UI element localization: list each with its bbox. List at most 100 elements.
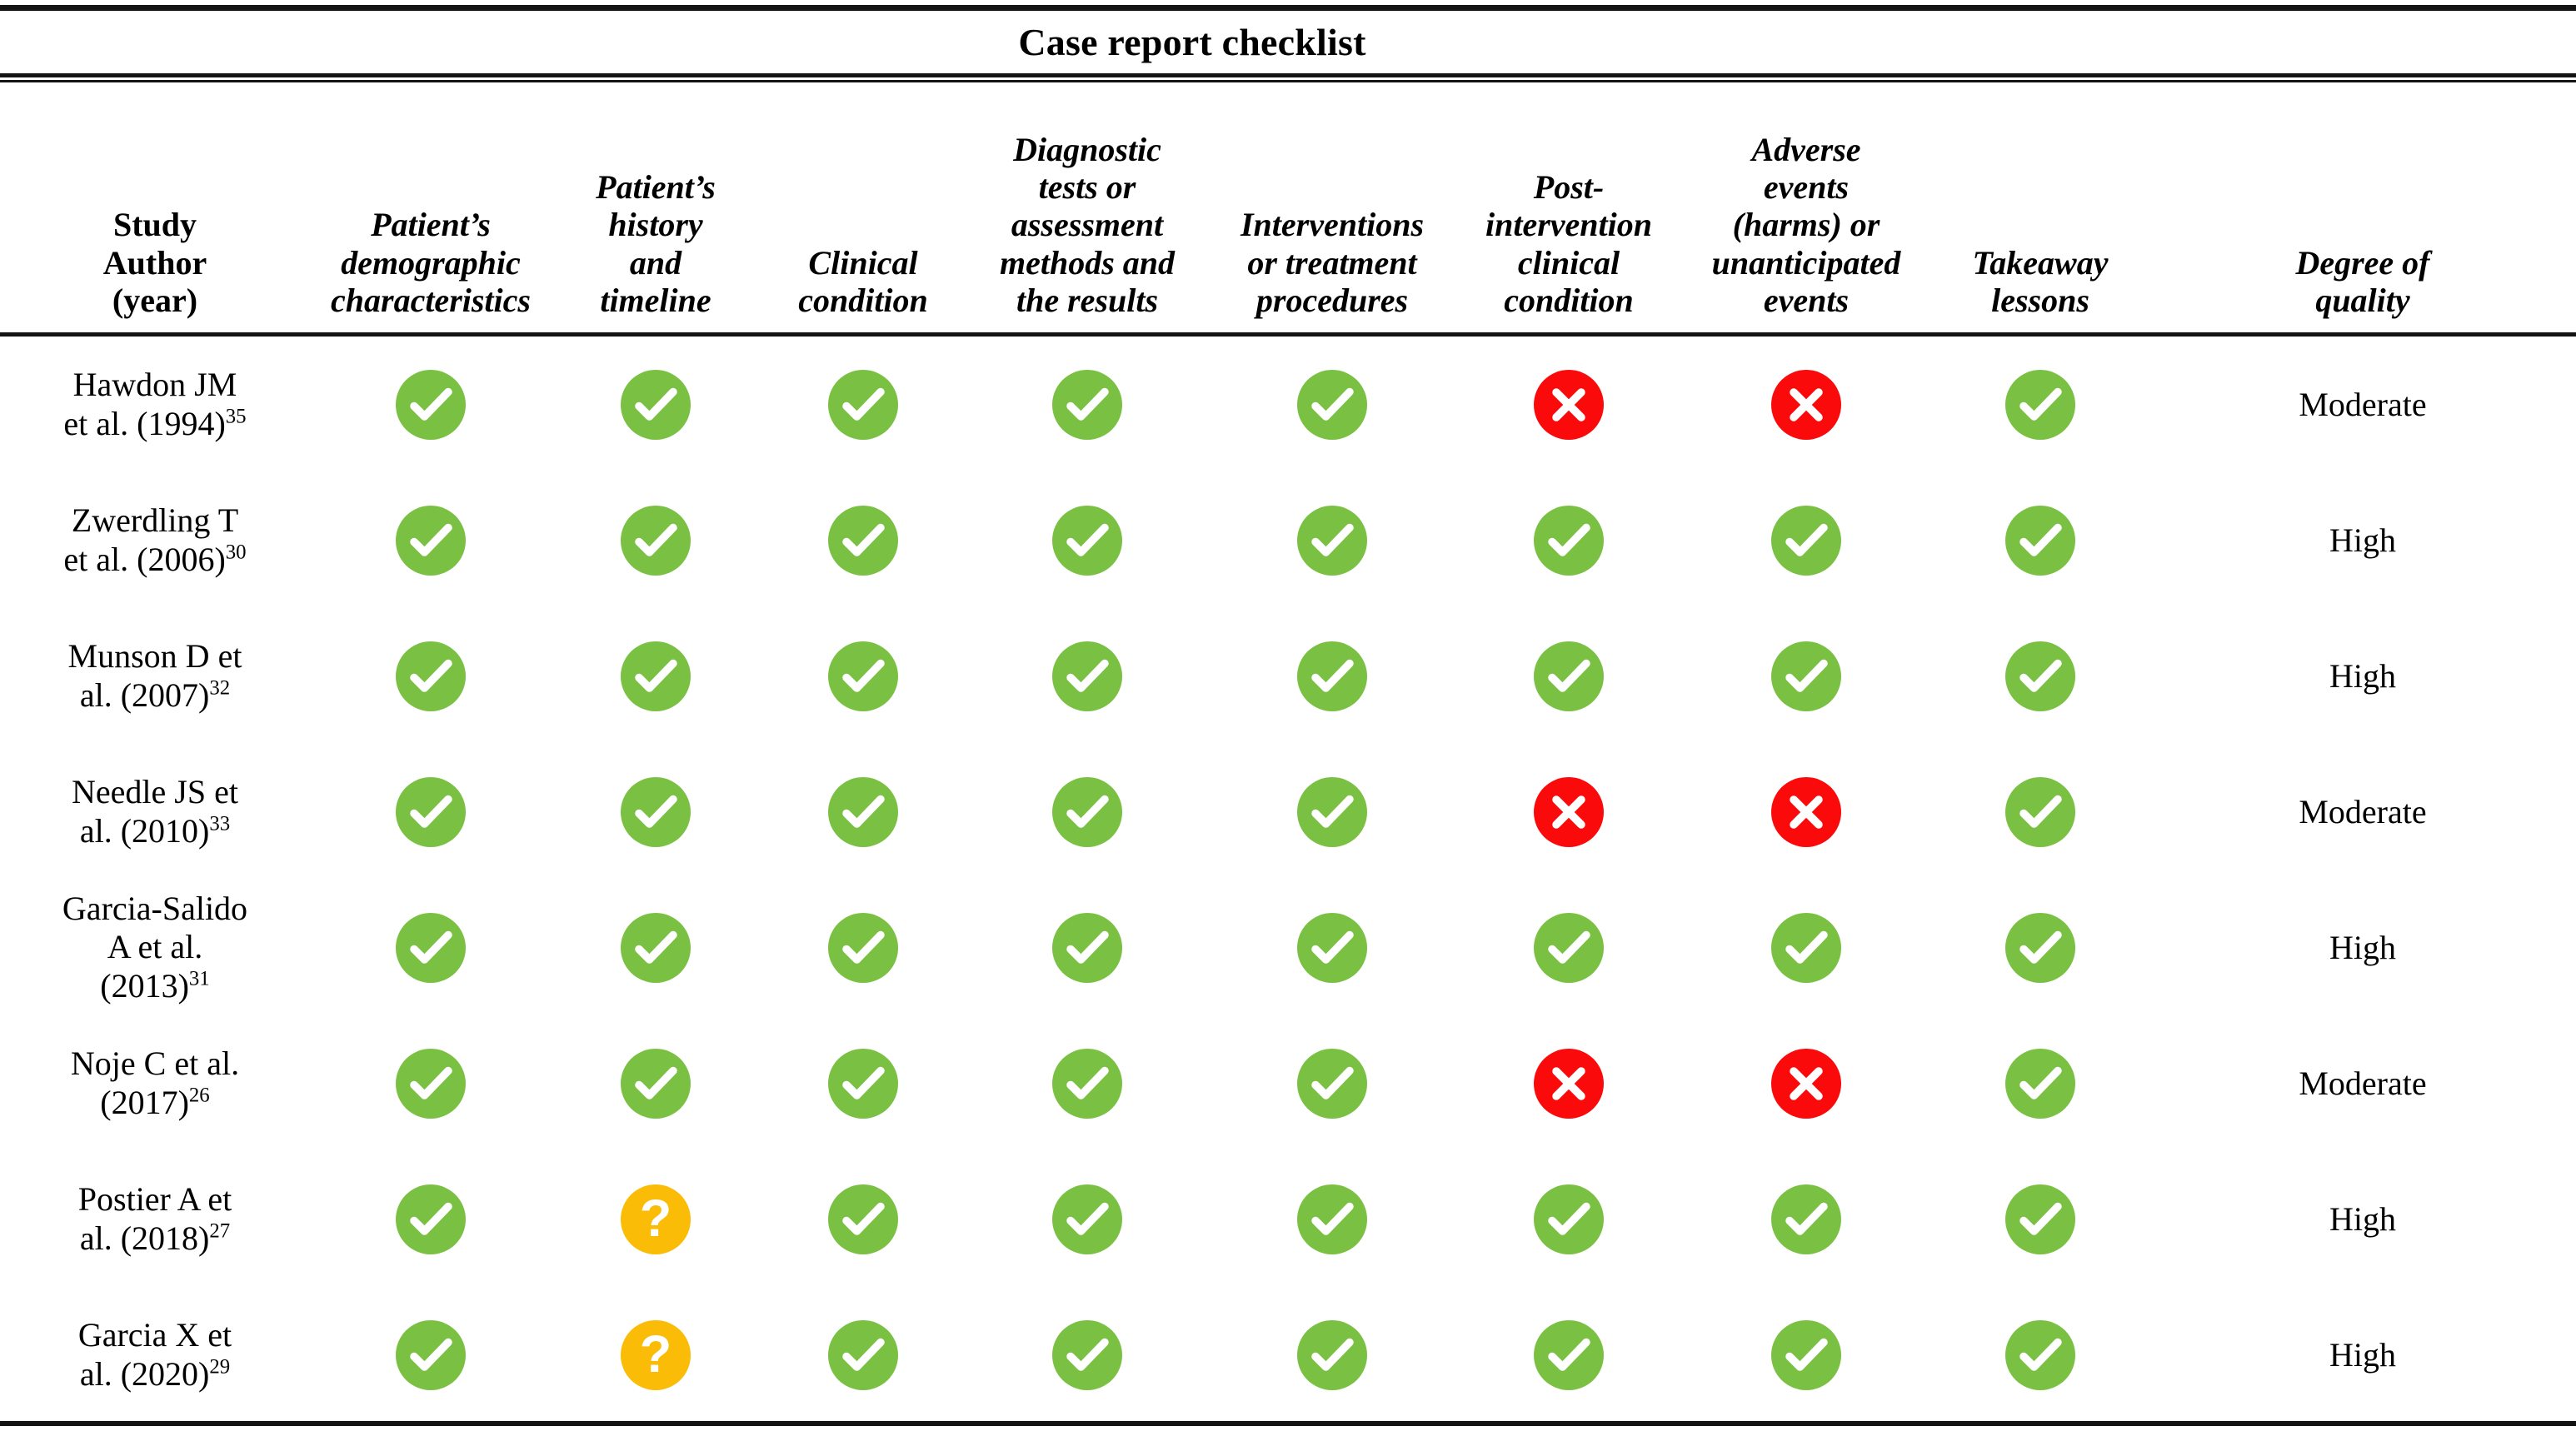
table-bottom-rule	[0, 1421, 2576, 1426]
checklist-cell-clinical	[760, 744, 966, 880]
check-circle-icon	[828, 369, 898, 440]
quality-label: High	[2329, 1199, 2396, 1238]
check-circle-icon	[1771, 641, 1841, 711]
header-cell-demographics: Patient’s demographic characteristics	[310, 206, 552, 332]
study-cell: Zwerdling T et al. (2006)30	[0, 472, 310, 608]
check-circle-icon	[1771, 505, 1841, 576]
quality-cell: High	[2149, 1151, 2576, 1287]
header-cell-diagnostic: Diagnostic tests or assessment methods a…	[966, 131, 1208, 332]
study-cell: Noje C et al. (2017)26	[0, 1015, 310, 1151]
reference-superscript: 27	[209, 1219, 231, 1243]
check-circle-icon	[2005, 369, 2075, 440]
column-header-label-quality: Degree of quality	[2295, 243, 2430, 319]
study-label: Garcia-Salido A et al. (2013)31	[62, 889, 248, 1005]
table-row: Zwerdling T et al. (2006)30 High	[0, 472, 2576, 608]
table-row: Garcia X et al. (2020)29?High	[0, 1287, 2576, 1423]
checklist-cell-history: ?	[552, 1287, 760, 1423]
check-circle-icon	[621, 641, 691, 711]
checklist-cell-history	[552, 472, 760, 608]
check-circle-icon	[1297, 641, 1367, 711]
check-circle-icon	[2005, 912, 2075, 983]
check-circle-icon	[1771, 1184, 1841, 1254]
checklist-cell-takeaway	[1931, 1151, 2149, 1287]
study-label: Zwerdling T et al. (2006)30	[63, 501, 247, 578]
title-bottom-rule-upper	[0, 73, 2576, 77]
checklist-cell-clinical	[760, 1151, 966, 1287]
column-header-label-postintervention: Post- intervention clinical condition	[1485, 168, 1653, 319]
check-circle-icon	[828, 505, 898, 576]
cross-circle-icon	[1771, 369, 1841, 440]
check-circle-icon	[828, 641, 898, 711]
check-circle-icon	[1297, 776, 1367, 847]
check-circle-icon	[621, 1048, 691, 1119]
checklist-cell-diagnostic	[966, 1015, 1208, 1151]
reference-superscript: 31	[188, 967, 210, 990]
reference-superscript: 26	[188, 1084, 210, 1107]
checklist-cell-adverse	[1681, 1015, 1931, 1151]
checklist-cell-history	[552, 608, 760, 744]
checklist-cell-adverse	[1681, 608, 1931, 744]
study-cell: Needle JS et al. (2010)33	[0, 744, 310, 880]
check-circle-icon	[1297, 369, 1367, 440]
header-cell-clinical: Clinical condition	[760, 244, 966, 332]
table-title-band: Case report checklist	[0, 11, 2576, 73]
study-label: Needle JS et al. (2010)33	[72, 773, 238, 850]
reference-superscript: 33	[209, 812, 231, 835]
cross-circle-icon	[1771, 1048, 1841, 1119]
checklist-cell-takeaway	[1931, 744, 2149, 880]
checklist-cell-demographics	[310, 472, 552, 608]
header-cell-adverse: Adverse events (harms) or unanticipated …	[1681, 131, 1931, 332]
study-label: Hawdon JM et al. (1994)35	[63, 366, 247, 442]
cross-circle-icon	[1534, 1048, 1604, 1119]
page-title: Case report checklist	[1018, 21, 1366, 63]
header-cell-history: Patient’s history and timeline	[552, 168, 760, 332]
cross-circle-icon	[1534, 776, 1604, 847]
check-circle-icon	[396, 369, 466, 440]
table-top-rule	[0, 5, 2576, 11]
check-circle-icon	[1771, 912, 1841, 983]
column-header-label-demographics: Patient’s demographic characteristics	[331, 206, 531, 319]
check-circle-icon	[2005, 1319, 2075, 1390]
quality-cell: High	[2149, 472, 2576, 608]
checklist-cell-takeaway	[1931, 1287, 2149, 1423]
quality-cell: Moderate	[2149, 337, 2576, 472]
header-cell-interventions: Interventions or treatment procedures	[1208, 206, 1456, 332]
checklist-cell-adverse	[1681, 337, 1931, 472]
check-circle-icon	[621, 776, 691, 847]
checklist-cell-interventions	[1208, 1287, 1456, 1423]
checklist-cell-clinical	[760, 337, 966, 472]
checklist-cell-interventions	[1208, 744, 1456, 880]
question-circle-icon: ?	[621, 1184, 691, 1254]
checklist-cell-history: ?	[552, 1151, 760, 1287]
check-circle-icon	[1534, 1319, 1604, 1390]
checklist-cell-postintervention	[1456, 880, 1681, 1015]
check-circle-icon	[1297, 1048, 1367, 1119]
check-circle-icon	[396, 641, 466, 711]
checklist-cell-demographics	[310, 1151, 552, 1287]
question-mark-glyph: ?	[639, 1325, 672, 1384]
study-cell: Garcia-Salido A et al. (2013)31	[0, 880, 310, 1015]
header-cell-study: Study Author (year)	[0, 206, 310, 332]
check-circle-icon	[1052, 1319, 1122, 1390]
column-header-label-takeaway: Takeaway lessons	[1972, 243, 2109, 319]
header-bottom-rule	[0, 332, 2576, 337]
quality-cell: High	[2149, 1287, 2576, 1423]
reference-superscript: 35	[225, 405, 247, 428]
checklist-cell-clinical	[760, 608, 966, 744]
column-header-label-clinical: Clinical condition	[798, 243, 928, 319]
checklist-cell-adverse	[1681, 472, 1931, 608]
checklist-cell-diagnostic	[966, 1151, 1208, 1287]
quality-label: High	[2329, 656, 2396, 695]
check-circle-icon	[2005, 1184, 2075, 1254]
checklist-cell-adverse	[1681, 744, 1931, 880]
column-header-label-diagnostic: Diagnostic tests or assessment methods a…	[999, 131, 1176, 319]
cross-circle-icon	[1771, 776, 1841, 847]
check-circle-icon	[396, 912, 466, 983]
checklist-cell-takeaway	[1931, 1015, 2149, 1151]
check-circle-icon	[1052, 369, 1122, 440]
checklist-cell-postintervention	[1456, 472, 1681, 608]
checklist-cell-diagnostic	[966, 337, 1208, 472]
